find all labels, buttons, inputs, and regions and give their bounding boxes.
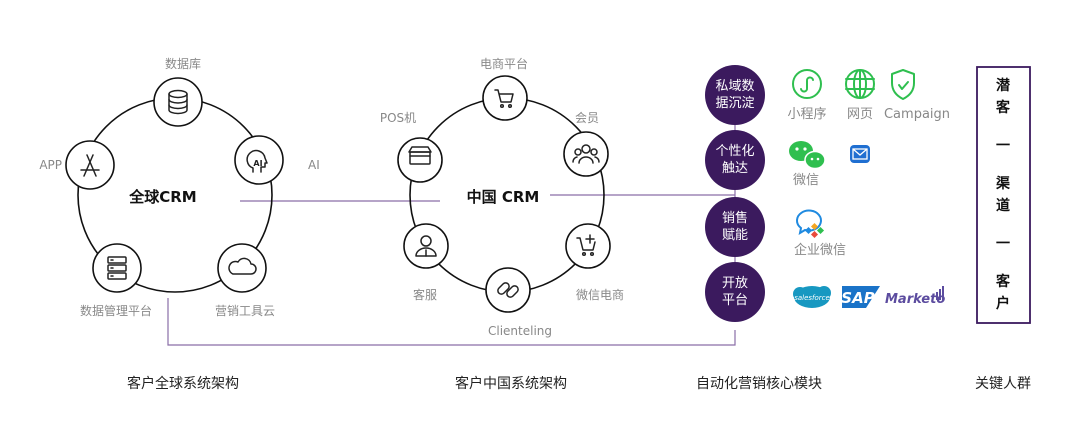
agent-icon (415, 235, 437, 257)
audience-char-2: 客 (995, 99, 1011, 116)
audience-char-5: 道 (996, 197, 1010, 214)
module-open-platform-line2: 平台 (722, 293, 748, 308)
ai-node[interactable]: AI (234, 135, 284, 185)
modules-caption: 自动化营销核心模块 (696, 376, 822, 392)
server-icon (107, 256, 127, 280)
mini-program-icon (792, 69, 822, 99)
customer-service-label: 客服 (413, 287, 437, 302)
dmp-label: 数据管理平台 (80, 303, 152, 318)
app-label: APP (39, 158, 62, 172)
module-personalized-reach-line1: 个性化 (715, 144, 754, 159)
module-open-platform-line1: 开放 (722, 276, 748, 291)
module-open-platform[interactable]: 开放 平台 (705, 262, 765, 322)
salesforce-logo-text: salesforce (794, 294, 830, 302)
ecommerce-node[interactable] (482, 75, 528, 121)
module-private-data[interactable]: 私域数 据沉淀 (705, 65, 765, 125)
clienteling-node[interactable] (485, 267, 531, 313)
database-icon (168, 89, 188, 115)
audience-char-8: 户 (996, 295, 1010, 312)
sap-logo: SAP (841, 286, 880, 308)
wechat-icon (789, 141, 826, 170)
member-label: 会员 (575, 111, 599, 125)
mail-icon (850, 145, 870, 163)
marketing-cloud-label: 营销工具云 (215, 304, 275, 318)
dmp-node[interactable] (92, 243, 142, 293)
customer-service-node[interactable] (403, 223, 449, 269)
china-center-label: 中国 CRM (467, 188, 540, 206)
audience-char-3: 一 (996, 138, 1010, 154)
module-sales-enablement[interactable]: 销售 赋能 (705, 197, 765, 257)
wechat-ecommerce-label: 微信电商 (576, 287, 624, 302)
audience-box (976, 66, 1031, 324)
audience-char-7: 客 (995, 273, 1011, 290)
module-private-data-line2: 据沉淀 (715, 96, 754, 111)
wechat-label: 微信 (793, 173, 819, 188)
global-center-label: 全球CRM (128, 188, 197, 206)
mini-program-label: 小程序 (787, 107, 826, 122)
app-store-icon (80, 154, 100, 177)
marketo-logo-text: Marketo (885, 292, 945, 307)
module-personalized-reach-line2: 触达 (722, 161, 748, 176)
marketo-logo: Marketo (885, 286, 945, 307)
salesforce-logo: salesforce (793, 286, 831, 308)
wecom-label: 企业微信 (794, 242, 846, 258)
ecommerce-label: 电商平台 (480, 56, 528, 71)
clienteling-label: Clienteling (488, 324, 552, 338)
campaign-label: Campaign (884, 107, 950, 122)
module-sales-enablement-line2: 赋能 (722, 228, 748, 243)
module-sales-enablement-line1: 销售 (722, 210, 748, 226)
pos-label: POS机 (380, 111, 416, 125)
audience-char-4: 渠 (995, 175, 1011, 192)
app-node[interactable] (65, 140, 115, 190)
wecom-icon (796, 209, 825, 239)
store-icon (408, 146, 432, 165)
member-node[interactable] (563, 131, 609, 177)
global-crm-group: 全球CRM 数据库 AI AI 营 (39, 56, 319, 392)
modules-group: 私域数 据沉淀 个性化 触达 销售 赋能 开放 平台 小程序 (696, 65, 950, 392)
ai-head-icon (246, 149, 268, 173)
wechat-ecommerce-node[interactable] (565, 223, 611, 269)
audience-caption: 关键人群 (975, 376, 1031, 392)
link-icon (497, 282, 519, 298)
module-private-data-line1: 私域数 (715, 79, 754, 94)
pos-node[interactable] (397, 137, 443, 183)
audience-char-1: 潜 (996, 77, 1011, 94)
cart-icon (494, 89, 514, 109)
shield-icon (891, 69, 915, 100)
china-caption: 客户中国系统架构 (455, 375, 567, 392)
module-personalized-reach[interactable]: 个性化 触达 (705, 130, 765, 190)
globe-icon (845, 69, 875, 99)
cloud-icon (228, 257, 257, 275)
ai-label: AI (308, 158, 320, 172)
audience-char-6: 一 (996, 236, 1010, 252)
bottom-bus-line (167, 298, 736, 346)
database-label: 数据库 (165, 56, 201, 71)
svg-text:AI: AI (253, 159, 262, 168)
marketing-cloud-node[interactable] (217, 243, 267, 293)
audience-group: 潜 客 一 渠 道 一 客 户 关键人群 (975, 66, 1031, 392)
china-crm-group: 中国 CRM 电商平台 会员 (380, 56, 624, 392)
members-icon (572, 144, 600, 164)
web-label: 网页 (847, 107, 873, 122)
cart-add-icon (576, 234, 596, 257)
global-caption: 客户全球系统架构 (127, 375, 239, 392)
database-node[interactable] (153, 77, 203, 127)
sap-logo-text: SAP (841, 289, 874, 307)
